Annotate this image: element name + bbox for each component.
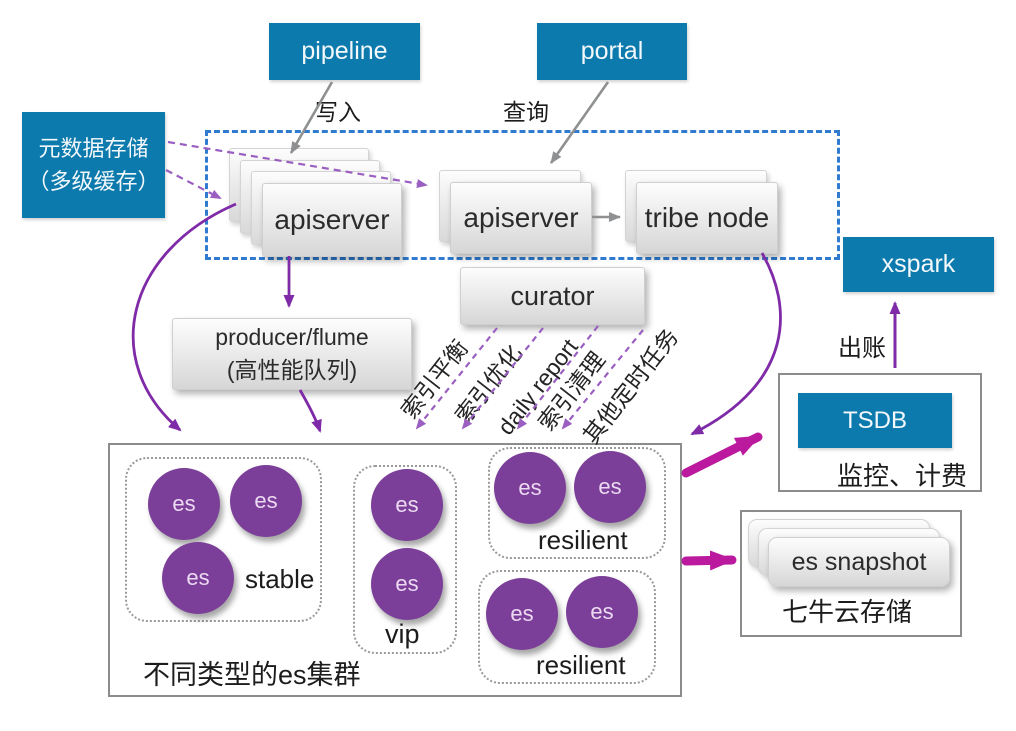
es-node-circle: es [574,451,646,523]
es-label: es [172,491,196,516]
apiserver-node: apiserver [450,182,592,254]
pipeline-label: pipeline [301,37,388,65]
vip-group: es es vip [353,465,457,654]
producer-flume-node: producer/flume (高性能队列) [172,318,412,390]
resilient-top-label: resilient [538,525,628,555]
metadata-store-line2: （多级缓存） [27,169,160,194]
metadata-store-node: 元数据存储 （多级缓存） [22,112,165,218]
producer-flume-line2: (高性能队列) [226,357,358,383]
es-snapshot-label: es snapshot [791,547,927,576]
metadata-store-line1: 元数据存储 [38,136,149,161]
apiserver-stack-label: apiserver [274,204,390,235]
tribe-node-label: tribe node [644,202,770,233]
es-cluster-title: 不同类型的es集群 [143,660,361,690]
es-node-circle: es [486,578,558,650]
es-node-circle: es [566,576,638,648]
query-label: 查询 [503,99,549,125]
write-label: 写入 [315,99,361,125]
es-label: es [590,599,614,624]
vip-group-label: vip [385,619,420,649]
es-node-circle: es [371,548,443,620]
tsdb-label: TSDB [842,406,907,434]
es-snapshot-node: es snapshot [768,537,950,587]
es-node-circle: es [230,465,302,537]
es-label: es [395,571,419,596]
es-label: es [510,601,534,626]
pink-arrow-cluster-to-qiniu [681,550,737,571]
arrow-producer-to-cluster [298,389,322,433]
monitoring-billing-label: 监控、计费 [837,461,968,491]
es-label: es [254,488,278,513]
es-label: es [598,474,622,499]
tribe-node: tribe node [636,182,778,254]
pipeline-node: pipeline [269,23,420,80]
xspark-node: xspark [843,237,994,292]
apiserver-label: apiserver [463,202,579,233]
billing-label: 出账 [838,335,886,362]
apiserver-stack-node: apiserver [262,183,402,257]
es-label: es [186,565,210,590]
es-node-circle: es [148,468,220,540]
curator-node: curator [460,267,645,325]
portal-node: portal [537,23,687,80]
qiniu-storage-label: 七牛云存储 [782,597,913,627]
stable-group: es es es stable [125,457,322,622]
es-label: es [395,492,419,517]
portal-label: portal [580,37,644,65]
pink-arrow-cluster-to-monitoring [681,432,763,478]
es-node-circle: es [162,542,234,614]
tsdb-node: TSDB [798,393,952,448]
es-node-circle: es [371,469,443,541]
es-label: es [518,475,542,500]
resilient-group-top: es es resilient [488,447,666,559]
curator-label: curator [510,280,595,311]
es-node-circle: es [494,452,566,524]
resilient-group-bottom: es es resilient [478,570,656,684]
resilient-bottom-label: resilient [536,650,626,680]
stable-group-label: stable [245,564,315,594]
arrow-tribe-to-cluster-curve [690,252,782,436]
producer-flume-line1: producer/flume [215,323,369,350]
xspark-label: xspark [881,250,956,278]
